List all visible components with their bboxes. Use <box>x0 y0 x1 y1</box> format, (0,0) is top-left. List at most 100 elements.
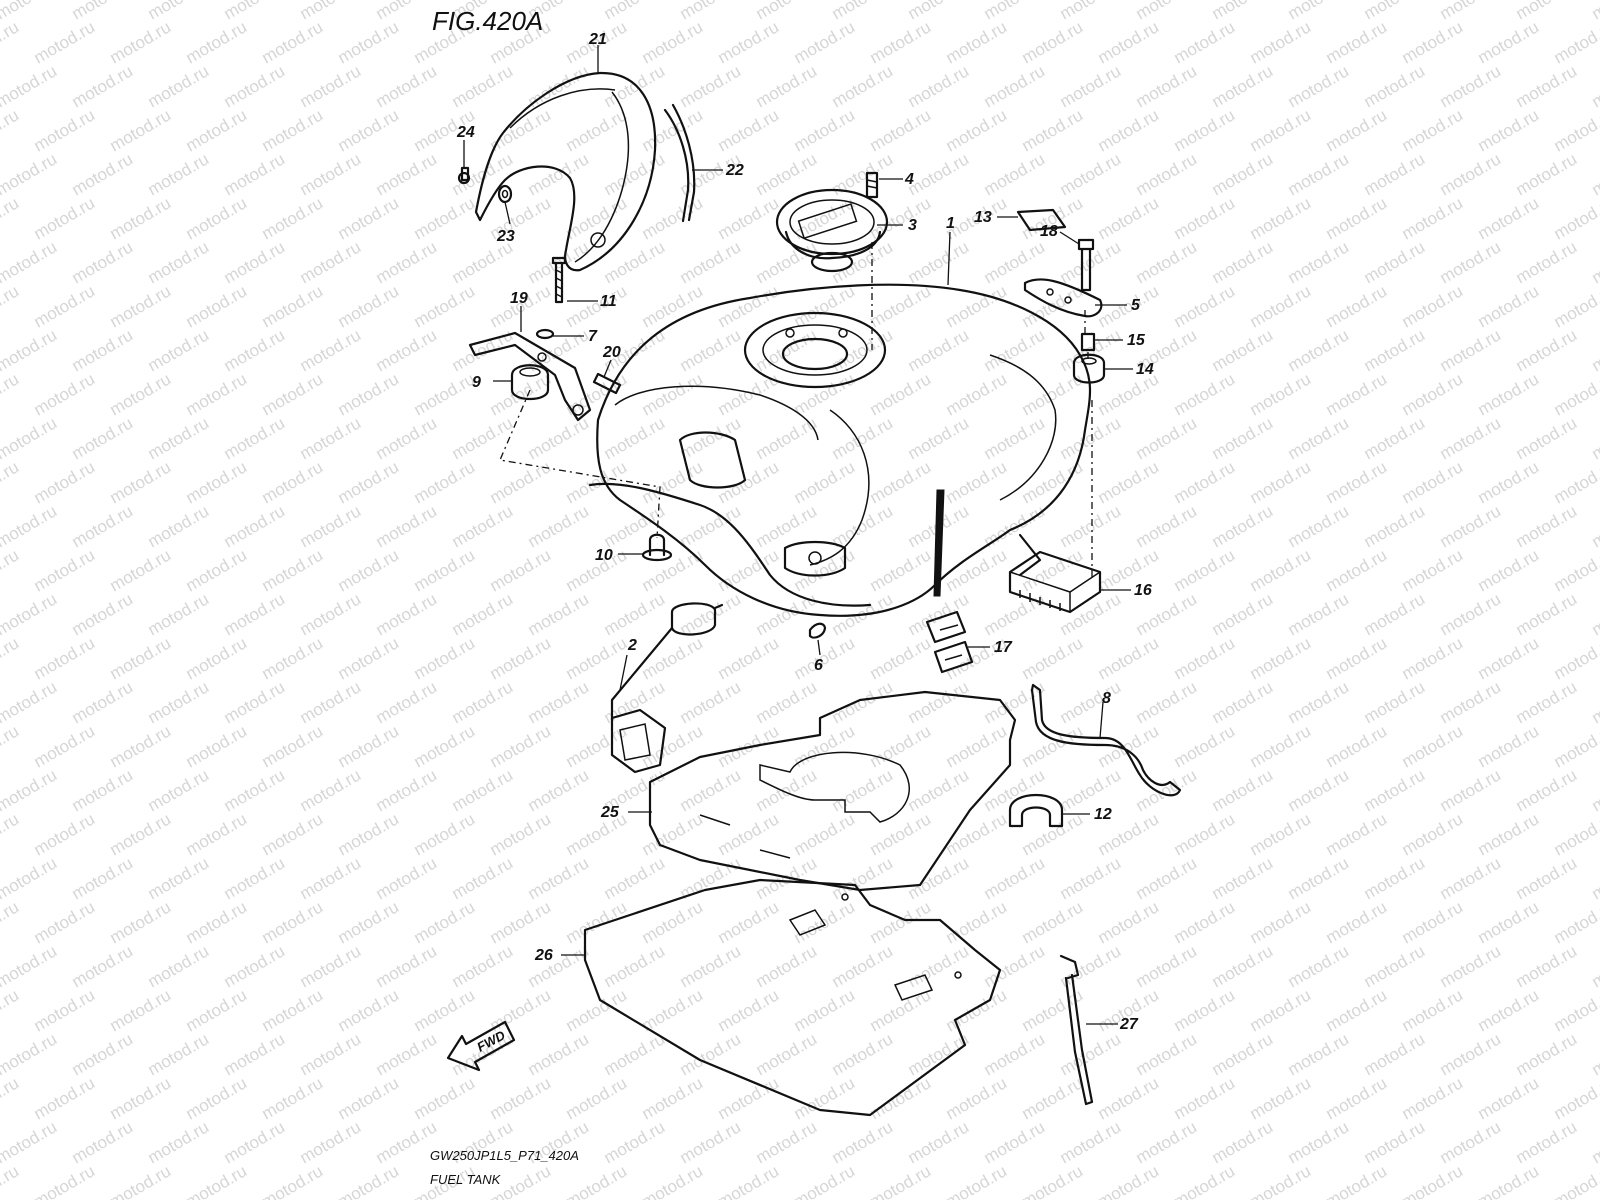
watermark-text: motod.ru <box>487 633 555 683</box>
watermark-text: motod.ru <box>259 17 327 67</box>
watermark-text: motod.ru <box>1323 545 1391 595</box>
watermark-text: motod.ru <box>107 105 175 155</box>
watermark-text: motod.ru <box>1019 1073 1087 1123</box>
watermark-text: motod.ru <box>1171 457 1239 507</box>
watermark-text: motod.ru <box>829 413 897 463</box>
watermark-text: motod.ru <box>1247 1073 1315 1123</box>
watermark-text: motod.ru <box>487 457 555 507</box>
bracket-5 <box>1023 278 1103 318</box>
watermark-text: motod.ru <box>791 1073 859 1123</box>
watermark-text: motod.ru <box>0 545 22 595</box>
watermark-text: motod.ru <box>69 941 137 991</box>
watermark-text: motod.ru <box>829 237 897 287</box>
watermark-text: motod.ru <box>1247 457 1315 507</box>
watermark-text: motod.ru <box>867 721 935 771</box>
watermark-text: motod.ru <box>373 0 441 23</box>
watermark-text: motod.ru <box>449 853 517 903</box>
watermark-text: motod.ru <box>829 1029 897 1079</box>
watermark-text: motod.ru <box>1095 1161 1163 1200</box>
watermark-text: motod.ru <box>487 721 555 771</box>
callout-21: 21 <box>588 31 607 48</box>
watermark-text: motod.ru <box>1475 1161 1543 1200</box>
watermark-text: motod.ru <box>1057 853 1125 903</box>
watermark-text: motod.ru <box>69 501 137 551</box>
watermark-text: motod.ru <box>905 1117 973 1167</box>
callout-9: 9 <box>472 374 481 391</box>
watermark-text: motod.ru <box>1133 237 1201 287</box>
watermark-text: motod.ru <box>677 765 745 815</box>
callout-24: 24 <box>456 124 475 141</box>
watermark-text: motod.ru <box>373 589 441 639</box>
watermark-text: motod.ru <box>411 721 479 771</box>
watermark-text: motod.ru <box>1399 545 1467 595</box>
watermark-text: motod.ru <box>449 677 517 727</box>
watermark-text: motod.ru <box>107 17 175 67</box>
watermark-text: motod.ru <box>0 281 22 331</box>
watermark-text: motod.ru <box>373 1029 441 1079</box>
callout-layer: 1 2 3 4 5 6 7 8 9 10 11 12 13 14 15 16 1… <box>456 31 1154 1033</box>
watermark-text: motod.ru <box>1247 809 1315 859</box>
watermark-text: motod.ru <box>0 325 60 375</box>
watermark-text: motod.ru <box>601 413 669 463</box>
watermark-text: motod.ru <box>943 457 1011 507</box>
watermark-text: motod.ru <box>525 765 593 815</box>
watermark-text: motod.ru <box>69 677 137 727</box>
callout-25: 25 <box>600 804 620 821</box>
watermark-text: motod.ru <box>411 985 479 1035</box>
watermark-text: motod.ru <box>221 853 289 903</box>
watermark-text: motod.ru <box>183 17 251 67</box>
watermark-text: motod.ru <box>1095 281 1163 331</box>
watermark-text: motod.ru <box>1247 105 1315 155</box>
watermark-text: motod.ru <box>1551 1073 1600 1123</box>
callout-23: 23 <box>496 228 515 245</box>
watermark-text: motod.ru <box>0 17 22 67</box>
bracket-19 <box>468 331 592 422</box>
watermark-text: motod.ru <box>107 457 175 507</box>
watermark-text: motod.ru <box>0 633 22 683</box>
watermark-text: motod.ru <box>411 1073 479 1123</box>
watermark-text: motod.ru <box>1399 633 1467 683</box>
watermark-text: motod.ru <box>791 105 859 155</box>
watermark-text: motod.ru <box>145 1029 213 1079</box>
watermark-text: motod.ru <box>31 897 99 947</box>
callout-11: 11 <box>600 293 617 310</box>
watermark-text: motod.ru <box>601 677 669 727</box>
watermark-text: motod.ru <box>1247 633 1315 683</box>
watermark-text: motod.ru <box>1551 721 1600 771</box>
watermark-text: motod.ru <box>1399 1073 1467 1123</box>
watermark-text: motod.ru <box>1551 809 1600 859</box>
watermark-text: motod.ru <box>1019 897 1087 947</box>
watermark-text: motod.ru <box>335 17 403 67</box>
watermark-text: motod.ru <box>525 853 593 903</box>
watermark-text: motod.ru <box>259 1073 327 1123</box>
watermark-text: motod.ru <box>1589 325 1600 375</box>
watermark-text: motod.ru <box>867 457 935 507</box>
watermark-text: motod.ru <box>867 809 935 859</box>
watermark-text: motod.ru <box>1171 193 1239 243</box>
watermark-text: motod.ru <box>1399 809 1467 859</box>
watermark-text: motod.ru <box>183 721 251 771</box>
watermark-text: motod.ru <box>145 325 213 375</box>
watermark-text: motod.ru <box>601 941 669 991</box>
watermark-text: motod.ru <box>715 281 783 331</box>
watermark-text: motod.ru <box>829 677 897 727</box>
callout-18: 18 <box>1040 223 1058 240</box>
watermark-text: motod.ru <box>145 1117 213 1167</box>
watermark-text: motod.ru <box>1589 589 1600 639</box>
callout-13: 13 <box>974 209 992 226</box>
watermark-text: motod.ru <box>107 193 175 243</box>
watermark-text: motod.ru <box>1247 1161 1315 1200</box>
watermark-text: motod.ru <box>791 721 859 771</box>
watermark-text: motod.ru <box>715 897 783 947</box>
watermark-text: motod.ru <box>715 809 783 859</box>
watermark-text: motod.ru <box>1361 413 1429 463</box>
watermark-text: motod.ru <box>1437 413 1505 463</box>
watermark-text: motod.ru <box>411 633 479 683</box>
watermark-text: motod.ru <box>1361 0 1429 23</box>
watermark-text: motod.ru <box>411 369 479 419</box>
watermark-text: motod.ru <box>335 457 403 507</box>
watermark-text: motod.ru <box>145 0 213 23</box>
watermark-text: motod.ru <box>981 853 1049 903</box>
watermark-text: motod.ru <box>1323 633 1391 683</box>
watermark-text: motod.ru <box>905 61 973 111</box>
